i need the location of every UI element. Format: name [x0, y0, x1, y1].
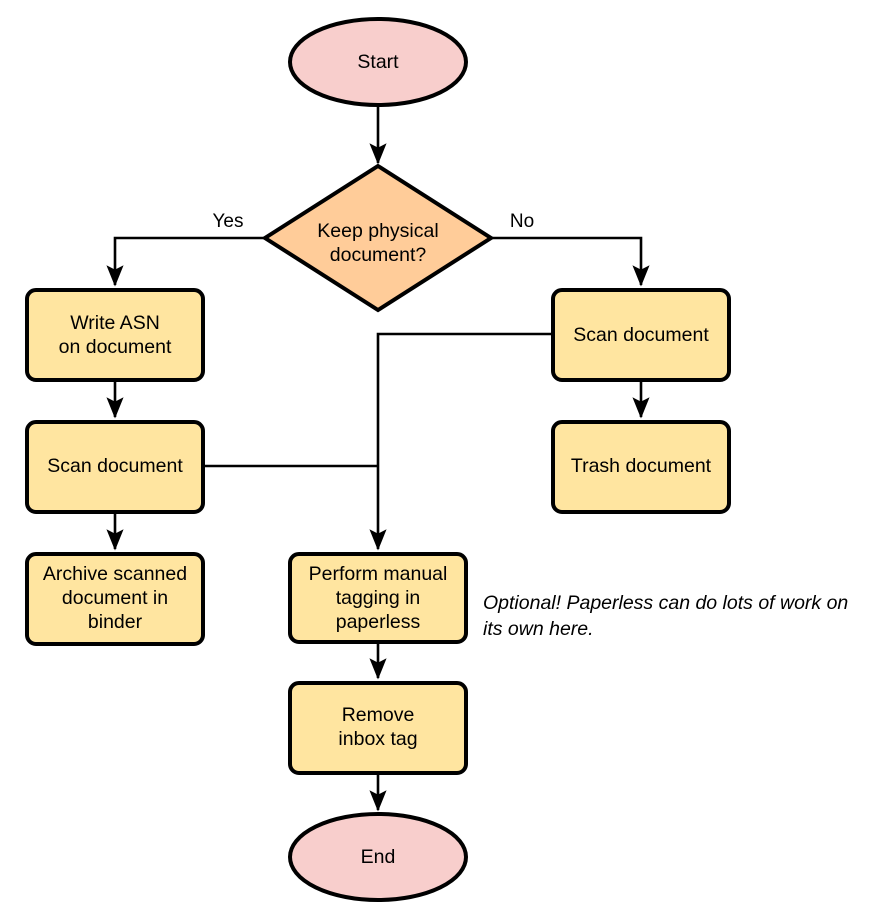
node-archive-scanned-document[interactable]: Archive scanned document in binder: [25, 552, 205, 646]
node-trash-document[interactable]: Trash document: [551, 420, 731, 514]
scan-document-left-label: Scan document: [47, 455, 183, 477]
remove-inbox-tag-box-shape: [288, 681, 468, 775]
start-label: Start: [357, 51, 399, 73]
node-perform-manual-tagging[interactable]: Perform manual tagging in paperless: [288, 552, 468, 644]
write-asn-box-shape: [25, 288, 205, 382]
manual-tagging-label-line1: Perform manual: [309, 563, 448, 585]
connector-scan-right-to-manual-tagging: [369, 332, 553, 551]
decision-label-line1: Keep physical: [317, 220, 438, 242]
manual-tagging-label-line2: tagging in: [336, 587, 421, 609]
remove-inbox-tag-label-line2: inbox tag: [338, 728, 417, 750]
node-write-asn-on-document[interactable]: Write ASN on document: [25, 288, 205, 382]
remove-inbox-tag-label-line1: Remove: [342, 704, 415, 726]
end-ellipse-shape: [288, 812, 468, 902]
node-end[interactable]: End: [288, 812, 468, 902]
end-label: End: [361, 846, 396, 868]
node-decision-keep-physical-document[interactable]: Keep physical document?: [261, 163, 495, 313]
trash-document-box-shape: [551, 420, 731, 514]
node-scan-document-left[interactable]: Scan document: [25, 420, 205, 514]
decision-label-line2: document?: [330, 244, 427, 266]
connector-decision-yes-to-write-asn: [106, 236, 264, 287]
manual-tagging-box-shape: [288, 552, 468, 644]
note-optional-paperless: Optional! Paperless can do lots of work …: [483, 592, 848, 640]
scan-document-left-box-shape: [25, 420, 205, 514]
trash-document-label: Trash document: [571, 455, 712, 477]
write-asn-label-line1: Write ASN: [70, 312, 160, 334]
archive-label-line1: Archive scanned: [43, 563, 187, 585]
manual-tagging-label-line3: paperless: [336, 611, 421, 633]
connector-decision-no-to-scan-right: [492, 236, 650, 287]
node-scan-document-right[interactable]: Scan document: [551, 288, 731, 382]
note-line2: its own here.: [483, 618, 594, 640]
edge-label-yes: Yes: [213, 211, 244, 232]
scan-document-right-box-shape: [551, 288, 731, 382]
start-ellipse-shape: [288, 17, 468, 107]
edge-label-no: No: [510, 211, 534, 232]
archive-box-shape: [25, 552, 205, 646]
scan-document-right-label: Scan document: [573, 324, 709, 346]
write-asn-label-line2: on document: [59, 336, 172, 358]
node-start[interactable]: Start: [288, 17, 468, 107]
node-remove-inbox-tag[interactable]: Remove inbox tag: [288, 681, 468, 775]
archive-label-line2: document in: [62, 587, 168, 609]
archive-label-line3: binder: [88, 611, 143, 633]
note-line1: Optional! Paperless can do lots of work …: [483, 592, 848, 614]
decision-diamond-shape: [261, 163, 495, 313]
